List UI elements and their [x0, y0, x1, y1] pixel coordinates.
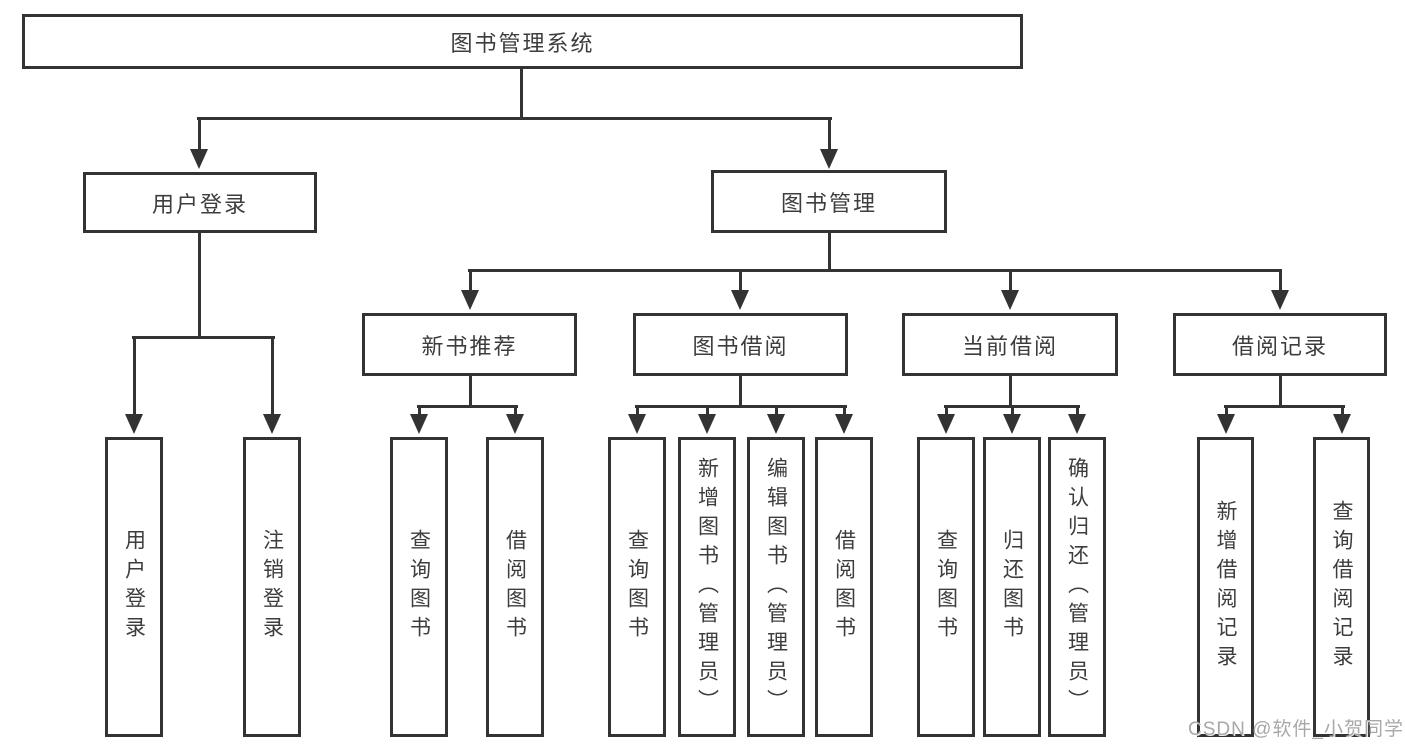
- leaf-query-borrow-record: 查询借阅记录: [1313, 437, 1370, 737]
- arrowhead-down-icon: [820, 149, 838, 169]
- connector-arrow-stem: [828, 117, 831, 152]
- node-current-borrowing-label: 当前借阅: [961, 333, 1058, 359]
- connector-arrow-stem: [1011, 405, 1014, 417]
- connector-arrow-stem: [418, 405, 421, 417]
- connector-vertical-line: [469, 376, 472, 407]
- connector-arrow-stem: [1279, 269, 1282, 293]
- connector-vertical-line: [198, 233, 201, 338]
- arrowhead-down-icon: [1003, 414, 1021, 434]
- leaf-borrow-books-recommend: 借阅图书: [486, 437, 544, 737]
- leaf-add-borrow-record: 新增借阅记录: [1197, 437, 1254, 737]
- connector-vertical-line: [520, 69, 523, 119]
- node-root: 图书管理系统: [22, 14, 1023, 69]
- arrowhead-down-icon: [628, 414, 646, 434]
- arrowhead-down-icon: [410, 414, 428, 434]
- leaf-add-book-admin-label: 新增图书（管理员）: [695, 456, 719, 718]
- connector-vertical-line: [828, 233, 831, 271]
- connector-arrow-stem: [945, 405, 948, 417]
- leaf-logout-label: 注销登录: [260, 529, 284, 645]
- connector-arrow-stem: [775, 405, 778, 417]
- arrowhead-down-icon: [263, 414, 281, 434]
- connector-arrow-stem: [133, 336, 136, 417]
- connector-arrow-stem: [198, 117, 201, 152]
- arrowhead-down-icon: [937, 414, 955, 434]
- leaf-logout: 注销登录: [243, 437, 301, 737]
- leaf-query-books-borrowing: 查询图书: [608, 437, 666, 737]
- connector-arrow-stem: [1076, 405, 1079, 417]
- leaf-return-book-label: 归还图书: [1000, 529, 1024, 645]
- arrowhead-down-icon: [190, 149, 208, 169]
- leaf-query-books-current-label: 查询图书: [934, 529, 958, 645]
- connector-arrow-stem: [706, 405, 709, 417]
- leaf-add-book-admin: 新增图书（管理员）: [678, 437, 736, 737]
- connector-horizontal-line: [635, 405, 847, 408]
- leaf-query-books-recommend-label: 查询图书: [407, 529, 431, 645]
- connector-horizontal-line: [468, 269, 1282, 272]
- connector-vertical-line: [739, 376, 742, 407]
- leaf-borrow-books-borrowing-label: 借阅图书: [832, 529, 856, 645]
- leaf-query-books-current: 查询图书: [917, 437, 975, 737]
- leaf-user-login: 用户登录: [105, 437, 163, 737]
- connector-arrow-stem: [843, 405, 846, 417]
- connector-vertical-line: [1009, 376, 1012, 407]
- node-current-borrowing: 当前借阅: [902, 313, 1118, 376]
- leaf-user-login-label: 用户登录: [122, 529, 146, 645]
- node-user-login-branch: 用户登录: [83, 172, 317, 233]
- node-borrowing-records: 借阅记录: [1173, 313, 1387, 376]
- arrowhead-down-icon: [1217, 414, 1235, 434]
- node-book-management-branch: 图书管理: [711, 170, 947, 233]
- arrowhead-down-icon: [461, 290, 479, 310]
- leaf-borrow-books-borrowing: 借阅图书: [815, 437, 873, 737]
- arrowhead-down-icon: [767, 414, 785, 434]
- leaf-query-borrow-record-label: 查询借阅记录: [1330, 500, 1353, 674]
- node-book-borrowing-label: 图书借阅: [692, 333, 789, 359]
- connector-horizontal-line: [1224, 405, 1345, 408]
- connector-arrow-stem: [514, 405, 517, 417]
- node-new-book-recommend: 新书推荐: [362, 313, 577, 376]
- connector-arrow-stem: [469, 269, 472, 293]
- leaf-confirm-return-admin: 确认归还（管理员）: [1048, 437, 1106, 737]
- arrowhead-down-icon: [1333, 414, 1351, 434]
- watermark: CSDN @软件_小贺同学: [1188, 719, 1404, 740]
- arrowhead-down-icon: [698, 414, 716, 434]
- leaf-query-books-recommend: 查询图书: [390, 437, 448, 737]
- connector-horizontal-line: [197, 117, 832, 120]
- connector-horizontal-line: [417, 405, 518, 408]
- arrowhead-down-icon: [1001, 290, 1019, 310]
- connector-arrow-stem: [1225, 405, 1228, 417]
- connector-vertical-line: [1279, 376, 1282, 407]
- leaf-edit-book-admin: 编辑图书（管理员）: [747, 437, 805, 737]
- leaf-confirm-return-admin-label: 确认归还（管理员）: [1065, 456, 1089, 718]
- node-book-borrowing: 图书借阅: [633, 313, 848, 376]
- leaf-borrow-books-recommend-label: 借阅图书: [503, 529, 527, 645]
- leaf-query-books-borrowing-label: 查询图书: [625, 529, 649, 645]
- leaf-return-book: 归还图书: [983, 437, 1041, 737]
- arrowhead-down-icon: [125, 414, 143, 434]
- node-borrowing-records-label: 借阅记录: [1231, 333, 1328, 359]
- arrowhead-down-icon: [1068, 414, 1086, 434]
- leaf-add-borrow-record-label: 新增借阅记录: [1214, 500, 1237, 674]
- arrowhead-down-icon: [506, 414, 524, 434]
- leaf-edit-book-admin-label: 编辑图书（管理员）: [764, 456, 788, 718]
- node-user-login-branch-label: 用户登录: [151, 191, 248, 217]
- node-new-book-recommend-label: 新书推荐: [421, 333, 518, 359]
- arrowhead-down-icon: [835, 414, 853, 434]
- arrowhead-down-icon: [1271, 290, 1289, 310]
- connector-arrow-stem: [1009, 269, 1012, 293]
- connector-horizontal-line: [132, 336, 275, 339]
- arrowhead-down-icon: [731, 290, 749, 310]
- node-root-label: 图书管理系统: [450, 30, 595, 56]
- connector-arrow-stem: [271, 336, 274, 417]
- connector-arrow-stem: [636, 405, 639, 417]
- connector-arrow-stem: [1341, 405, 1344, 417]
- node-book-management-branch-label: 图书管理: [780, 190, 877, 216]
- connector-arrow-stem: [739, 269, 742, 293]
